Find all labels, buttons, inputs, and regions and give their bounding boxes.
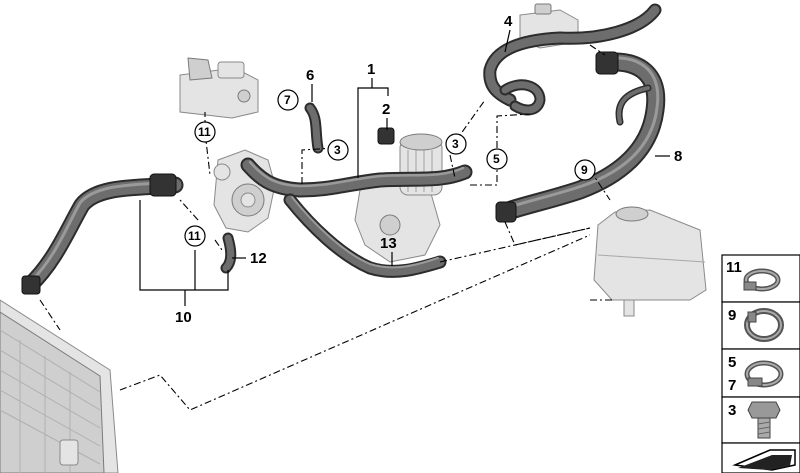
callout-3a: 3: [334, 143, 341, 157]
callout-12: 12: [250, 250, 267, 267]
hose-clamp-icon: [743, 268, 781, 292]
callout-1: 1: [367, 61, 375, 78]
hose-6-small: [304, 102, 324, 154]
hose-1-main: [240, 157, 473, 198]
legend-11: 11: [726, 259, 742, 276]
hose-12-small: [220, 232, 237, 274]
callouts-plain: 1 2 4 6 8 10 12 13: [175, 13, 682, 326]
worm-clamp-icon: [744, 360, 784, 388]
callout-3b: 3: [452, 137, 459, 151]
callout-6: 6: [306, 67, 314, 84]
expansion-tank: [593, 206, 707, 317]
parts-legend: 11 9 5 7 3: [721, 254, 800, 473]
hose-5-small: [615, 84, 652, 126]
hose-4-upper: [483, 3, 662, 116]
dash-lines: [39, 44, 612, 411]
callout-11b: 11: [188, 229, 201, 243]
callout-7: 7: [284, 93, 291, 107]
legend-3: 3: [728, 402, 736, 419]
thermostat-housing: [179, 57, 259, 119]
callout-13: 13: [380, 235, 397, 252]
band-clamp-icon: [744, 308, 784, 342]
callout-5: 5: [493, 152, 500, 166]
part-2-fitting: [377, 127, 395, 145]
leader-lines: [139, 29, 670, 306]
callout-8: 8: [674, 148, 682, 165]
callout-4: 4: [504, 13, 513, 30]
hose-13-lower: [283, 193, 447, 278]
callouts-circled: 7 3 3 5 9 11 11: [184, 89, 596, 247]
callout-10: 10: [175, 309, 192, 326]
legend-9: 9: [728, 307, 736, 324]
callout-9: 9: [581, 163, 588, 177]
arrow-icon: [732, 449, 796, 471]
legend-7: 7: [728, 377, 736, 394]
legend-5: 5: [728, 354, 736, 371]
callout-11a: 11: [198, 125, 211, 139]
callout-2: 2: [382, 101, 390, 118]
bolt-icon: [747, 401, 781, 439]
hose-8-large: [495, 51, 666, 223]
radiator: [0, 299, 119, 473]
oil-filter-housing: [354, 133, 443, 263]
hose-10-radiator-lower: [21, 173, 184, 295]
